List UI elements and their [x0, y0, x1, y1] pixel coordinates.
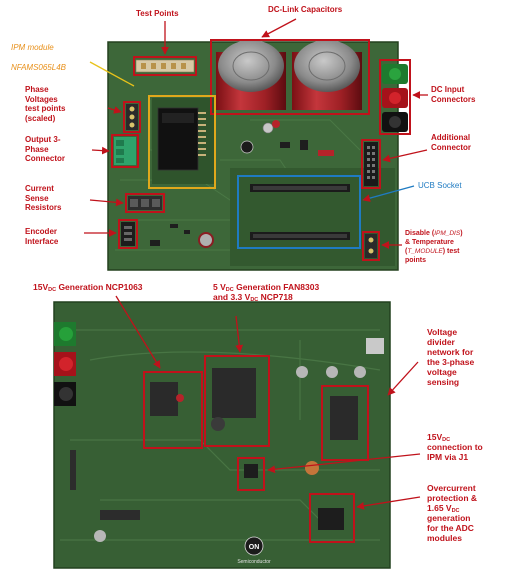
box-dc-input	[379, 59, 411, 135]
label-ipm-part: NFAMS065L4B	[11, 63, 66, 72]
label-ocp: Overcurrent protection & 1.65 VDC genera…	[427, 483, 478, 543]
on-logo-text: ON	[249, 544, 260, 551]
disable-temp-test-points	[365, 234, 377, 258]
bottom-board-photo: ON Semiconductor	[53, 301, 391, 569]
ucb-socket	[250, 184, 350, 240]
label-15v-gen: 15VDC Generation NCP1063	[33, 282, 143, 293]
box-current-sense	[125, 193, 165, 213]
encoder-interface	[121, 222, 135, 246]
box-additional	[361, 139, 381, 189]
label-current-sense: Current Sense Resistors	[25, 184, 62, 212]
bottom-highlight-boxes	[143, 355, 369, 543]
label-additional: Additional Connector	[431, 133, 471, 152]
ipm-module	[152, 98, 214, 184]
arrow-divider	[387, 361, 419, 396]
box-disable	[362, 231, 380, 261]
test-point-pins	[141, 63, 186, 69]
box-ipm	[148, 95, 216, 189]
box-ucb	[237, 175, 361, 249]
label-dc-link-caps: DC-Link Capacitors	[268, 5, 343, 14]
arrow-15v-conn	[267, 453, 421, 474]
arrow-output	[91, 146, 110, 155]
bottom-part-white	[366, 338, 384, 354]
arrow-phase	[107, 106, 122, 114]
arrow-current	[89, 198, 124, 207]
box-15v-conn	[237, 457, 265, 491]
arrow-ocp	[356, 496, 421, 510]
on-semiconductor-text: Semiconductor	[237, 559, 271, 565]
arrow-additional	[382, 149, 428, 163]
dc-input-connectors	[382, 64, 408, 132]
box-15v-gen	[143, 371, 203, 449]
box-output-conn	[111, 134, 139, 168]
phase-voltage-test-points	[126, 104, 138, 130]
dc-link-capacitors	[216, 40, 362, 110]
label-phase-voltages: Phase Voltages test points (scaled)	[25, 85, 66, 123]
bottom-banana-jacks	[54, 322, 76, 406]
label-ucb-socket: UCB Socket	[418, 181, 462, 190]
label-output-3phase: Output 3- Phase Connector	[25, 135, 65, 163]
top-arrows	[84, 18, 428, 249]
pcb-traces-bottom	[60, 329, 381, 541]
arrow-dc-link	[261, 18, 297, 38]
current-sense-resistors	[128, 196, 162, 210]
top-highlight-boxes	[111, 39, 411, 261]
label-15v-conn: 15VDC connection to IPM via J1	[427, 432, 483, 462]
box-ocp	[309, 493, 355, 543]
label-test-points: Test Points	[136, 9, 179, 18]
on-logo-bottom	[244, 536, 264, 556]
bottom-arrows	[115, 295, 421, 510]
top-board-photo	[107, 40, 408, 271]
box-test-points	[133, 56, 197, 76]
label-disable-temp: Disable (IPM_DIS) & Temperature (T_MODUL…	[405, 230, 463, 264]
small-components-top	[150, 120, 334, 248]
box-divider	[321, 385, 369, 461]
label-dc-input: DC Input Connectors	[431, 85, 476, 104]
on-logo-top	[240, 140, 254, 154]
box-5v-gen	[204, 355, 270, 447]
arrow-ucb	[362, 185, 415, 202]
arrow-15v-gen	[115, 295, 161, 369]
arrow-5v-gen	[235, 315, 244, 353]
additional-connector	[364, 142, 378, 186]
box-encoder	[118, 219, 138, 249]
label-5v-gen: 5 VDC Generation FAN8303 and 3.3 VDC NCP…	[213, 282, 320, 303]
bottom-small-parts	[70, 368, 358, 530]
box-dc-link-caps	[210, 39, 370, 115]
label-encoder: Encoder Interface	[25, 227, 59, 246]
output-3phase-connector	[114, 137, 136, 165]
box-phase-tp	[123, 101, 141, 133]
label-ipm-module: IPM module	[11, 43, 54, 52]
arrow-ipm	[89, 61, 135, 87]
label-divider: Voltage divider network for the 3-phase …	[427, 327, 475, 387]
bottom-mounting-holes	[94, 366, 366, 542]
